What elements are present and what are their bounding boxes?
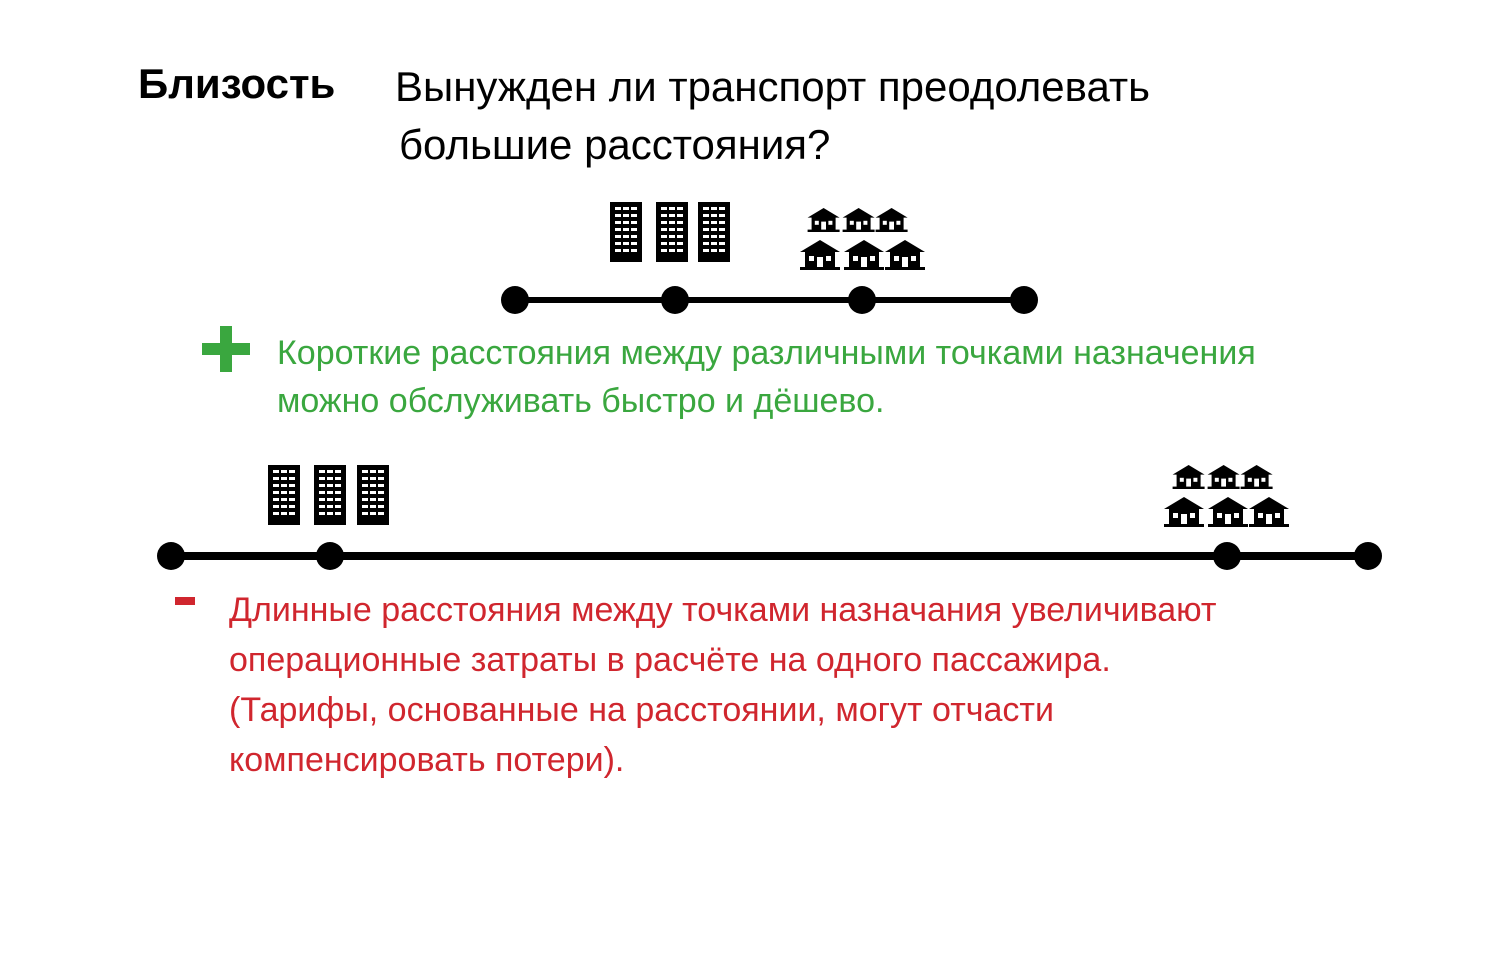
- stop-dot: [1213, 542, 1241, 570]
- stop-dot: [501, 286, 529, 314]
- stop-dot: [848, 286, 876, 314]
- advantage-line-2: можно обслуживать быстро и дёшево.: [277, 382, 885, 420]
- minus-icon: [175, 597, 195, 605]
- advantage-line-1: Короткие расстояния между различными точ…: [277, 334, 1256, 372]
- disadvantage-line-1: Длинные расстояния между точками назнача…: [229, 591, 1217, 629]
- topic-title: Близость: [138, 60, 336, 107]
- short-route-line: [501, 286, 1038, 314]
- plus-icon: [202, 326, 250, 372]
- advantage-text: Короткие расстояния между различными точ…: [277, 329, 1256, 425]
- house-icon: [1164, 465, 1289, 527]
- question-line-2: большие расстояния?: [399, 121, 831, 168]
- disadvantage-line-2: операционные затраты в расчёте на одного…: [229, 641, 1111, 679]
- topic-question: Вынужден ли транспорт преодолевать больш…: [395, 58, 1150, 174]
- stop-dot: [1010, 286, 1038, 314]
- long-route-line: [157, 542, 1382, 570]
- question-line-1: Вынужден ли транспорт преодолевать: [395, 63, 1151, 110]
- disadvantage-line-4: компенсировать потери).: [229, 741, 625, 779]
- stop-dot: [316, 542, 344, 570]
- apartment-building-icon: [268, 465, 389, 525]
- disadvantage-line-3: (Тарифы, основанные на расстоянии, могут…: [229, 691, 1054, 729]
- stop-dot: [661, 286, 689, 314]
- apartment-building-icon: [610, 202, 730, 262]
- disadvantage-text: Длинные расстояния между точками назнача…: [229, 585, 1217, 785]
- stop-dot: [1354, 542, 1382, 570]
- stop-dot: [157, 542, 185, 570]
- house-icon: [800, 208, 925, 270]
